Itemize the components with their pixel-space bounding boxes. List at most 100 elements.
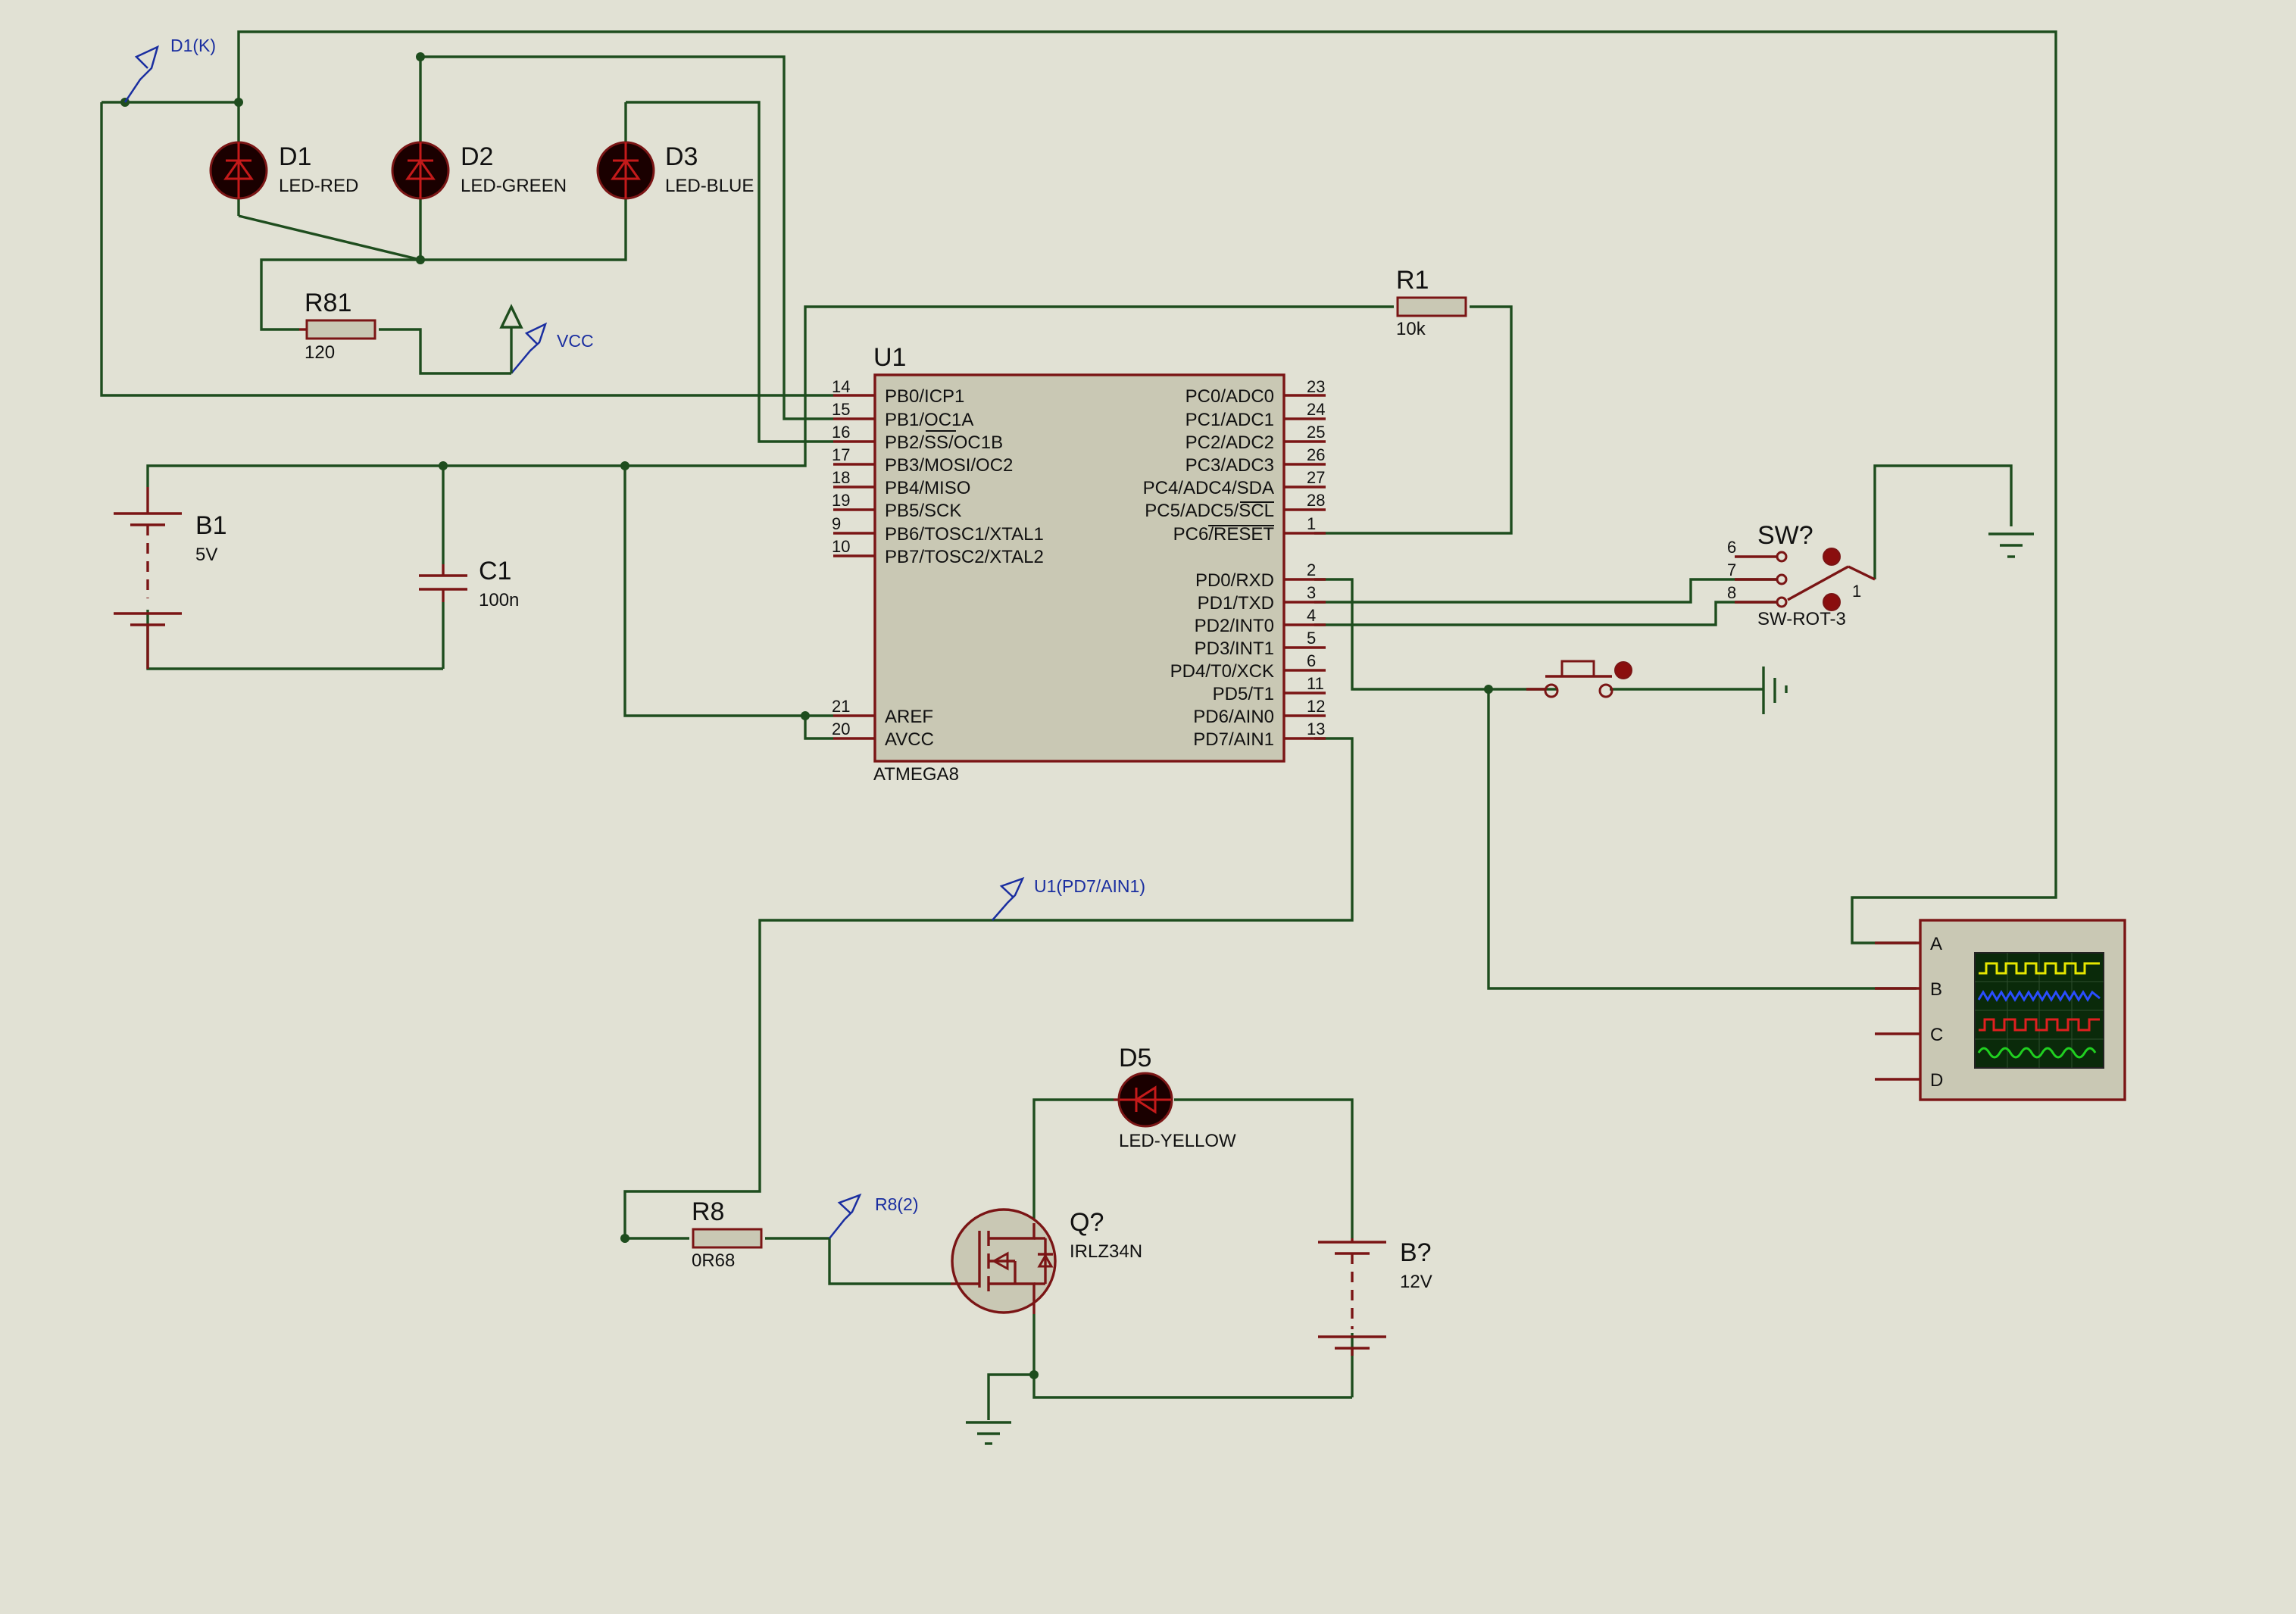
pin-label: PD2/INT0 <box>1195 616 1274 636</box>
scope-channel-c: C <box>1930 1025 1943 1045</box>
scope-trace-c <box>1979 1018 2100 1032</box>
pin-label: PC2/ADC2 <box>1185 432 1274 453</box>
scope-trace-b <box>1977 990 2101 1002</box>
pin-num: 13 <box>1307 720 1325 738</box>
pin-label: PC1/ADC1 <box>1185 410 1274 430</box>
mosfet-q[interactable]: Q? IRLZ34N <box>951 1208 1142 1314</box>
pin-label: PC3/ADC3 <box>1185 455 1274 476</box>
scope-trace-a <box>1979 962 2100 975</box>
resistor-r1-value: 10k <box>1396 319 1426 339</box>
mosfet-ref: Q? <box>1070 1208 1104 1237</box>
pin-label: PB1/OC1A <box>885 410 973 430</box>
led-d3-value: LED-BLUE <box>665 176 754 196</box>
battery-b1-value: 5V <box>195 545 217 565</box>
pin-num: 16 <box>832 423 850 442</box>
pin-num: 4 <box>1307 606 1316 625</box>
switch-pin: 7 <box>1727 560 1736 579</box>
pin-num: 3 <box>1307 583 1316 602</box>
pin-num: 2 <box>1307 560 1316 579</box>
probe-d1k[interactable]: D1(K) <box>123 36 216 103</box>
pin-num: 5 <box>1307 629 1316 648</box>
pin-label: AVCC <box>885 729 934 750</box>
resistor-r8-value: 0R68 <box>692 1250 735 1271</box>
pin-label: PB4/MISO <box>885 478 970 498</box>
led-d3-ref: D3 <box>665 142 698 171</box>
led-d1-value: LED-RED <box>279 176 358 196</box>
probe-vcc[interactable]: VCC <box>511 322 594 374</box>
capacitor-c1-ref: C1 <box>479 557 511 585</box>
probe-r8[interactable]: R8(2) <box>829 1193 919 1239</box>
pin-label: PD7/AIN1 <box>1193 729 1274 750</box>
oscilloscope[interactable]: A B C D <box>1875 919 2126 1101</box>
pin-label: PD6/AIN0 <box>1193 707 1274 727</box>
led-d5[interactable]: D5 LED-YELLOW <box>1114 1044 1236 1151</box>
chip-u1[interactable]: U1 ATMEGA8 14 15 16 17 18 19 9 10 21 20 … <box>832 343 1326 785</box>
resistor-r1-ref: R1 <box>1396 266 1429 295</box>
pin-label: PC5/ADC5/SCL <box>1145 501 1274 521</box>
switch-pin: 8 <box>1727 583 1736 602</box>
push-button[interactable] <box>1526 660 1632 698</box>
led-d5-ref: D5 <box>1119 1044 1151 1072</box>
rotary-switch[interactable]: SW? SW-ROT-3 6 7 8 1 <box>1727 521 1876 629</box>
pin-num: 25 <box>1307 423 1325 442</box>
led-d1-ref: D1 <box>279 142 311 171</box>
probe-d1k-label: D1(K) <box>170 36 216 55</box>
pin-num: 6 <box>1307 651 1316 670</box>
pin-label: PD3/INT1 <box>1195 638 1274 659</box>
led-d2[interactable]: D2 LED-GREEN <box>391 141 567 200</box>
chip-right-pins: 23 24 25 26 27 28 1 2 3 4 5 6 11 12 13 P… <box>1143 377 1326 750</box>
led-d3[interactable]: D3 LED-BLUE <box>596 141 754 200</box>
pin-label: PC0/ADC0 <box>1185 386 1274 407</box>
battery-b1[interactable]: B1 5V <box>114 487 227 669</box>
pin-label: PB0/ICP1 <box>885 386 964 407</box>
probe-pd7-label: U1(PD7/AIN1) <box>1034 876 1145 896</box>
switch-value: SW-ROT-3 <box>1757 609 1846 629</box>
pin-label: AREF <box>885 707 933 727</box>
pin-label: PD1/TXD <box>1198 593 1274 613</box>
battery-b1-ref: B1 <box>195 511 227 540</box>
resistor-r1[interactable]: R1 10k <box>1396 266 1467 339</box>
pin-num: 18 <box>832 468 850 487</box>
probe-pd7[interactable]: U1(PD7/AIN1) <box>992 876 1145 921</box>
pin-num: 1 <box>1307 514 1316 533</box>
pin-label: PB6/TOSC1/XTAL1 <box>885 524 1044 545</box>
led-d1[interactable]: D1 LED-RED <box>209 141 358 200</box>
pin-label: PD0/RXD <box>1195 570 1274 591</box>
pin-num: 12 <box>1307 697 1325 716</box>
switch-ref: SW? <box>1757 521 1813 550</box>
capacitor-c1[interactable]: C1 100n <box>419 557 519 610</box>
ground-icon <box>1762 667 1788 714</box>
switch-pin: 6 <box>1727 538 1736 557</box>
vcc-terminal[interactable] <box>499 304 523 373</box>
pin-num: 19 <box>832 491 850 510</box>
scope-channel-a: A <box>1930 934 1942 954</box>
pin-num: 20 <box>832 720 850 738</box>
resistor-r8-ref: R8 <box>692 1197 724 1226</box>
scope-trace-d <box>1977 1047 2097 1059</box>
junction-dots <box>120 52 1493 1379</box>
pin-num: 11 <box>1307 674 1324 693</box>
pin-num: 9 <box>832 514 841 533</box>
led-d5-value: LED-YELLOW <box>1119 1131 1236 1151</box>
pin-label: PC4/ADC4/SDA <box>1143 478 1274 498</box>
chip-ref: U1 <box>873 343 906 372</box>
pin-num: 26 <box>1307 445 1325 464</box>
probe-vcc-label: VCC <box>557 331 594 351</box>
pin-num: 17 <box>832 445 850 464</box>
pin-label: PB2/SS/OC1B <box>885 432 1003 453</box>
battery-b2-ref: B? <box>1400 1238 1432 1267</box>
resistor-r81[interactable]: R81 120 <box>299 289 376 363</box>
battery-b2[interactable]: B? 12V <box>1318 1238 1432 1356</box>
capacitor-c1-value: 100n <box>479 590 519 610</box>
led-d2-value: LED-GREEN <box>461 176 567 196</box>
pin-num: 27 <box>1307 468 1325 487</box>
chip-left-pins: 14 15 16 17 18 19 9 10 21 20 PB0/ICP1 PB… <box>832 377 1044 750</box>
resistor-r8[interactable]: R8 0R68 <box>692 1197 763 1271</box>
pin-num: 21 <box>832 697 850 716</box>
led-d2-ref: D2 <box>461 142 493 171</box>
resistor-r81-value: 120 <box>305 342 335 363</box>
ground-icon <box>966 1421 1011 1445</box>
pin-num: 28 <box>1307 491 1325 510</box>
switch-pin: 1 <box>1852 582 1861 601</box>
